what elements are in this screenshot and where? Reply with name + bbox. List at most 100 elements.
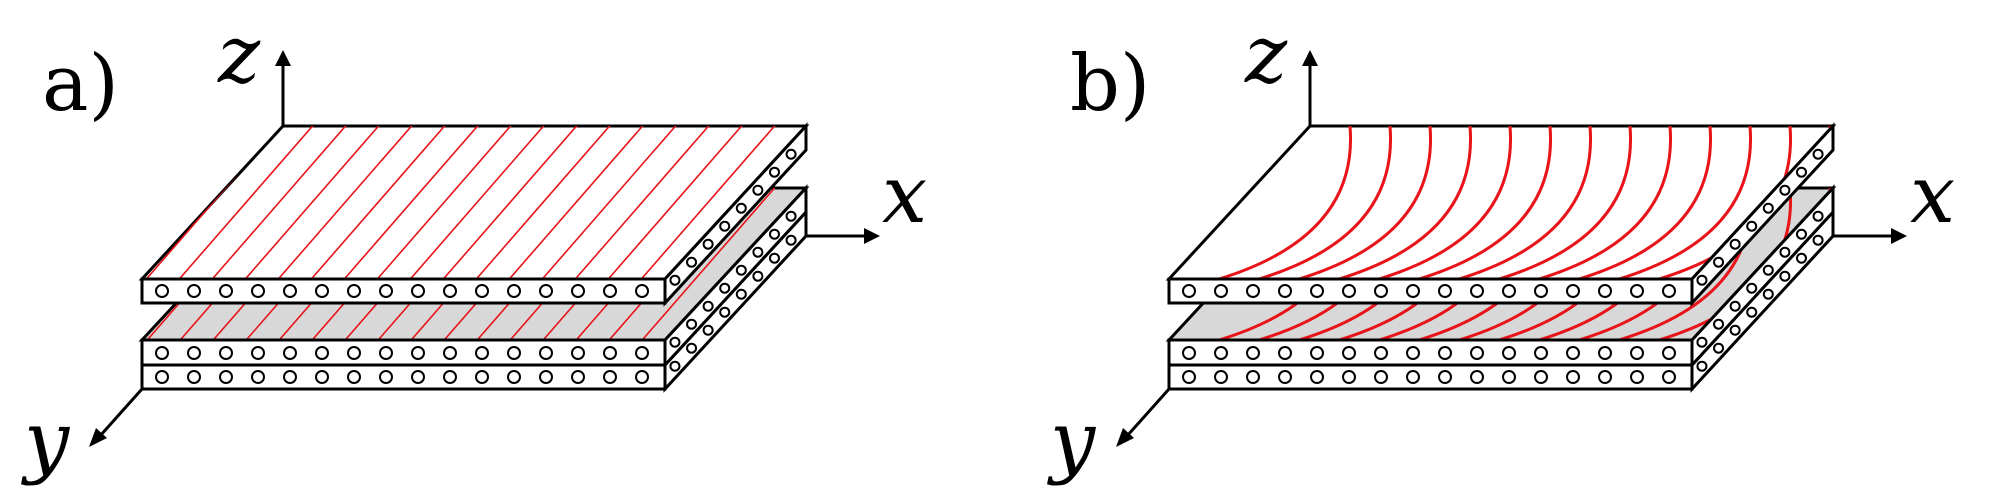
field-line <box>967 114 1115 284</box>
top-plate-b <box>1165 122 1837 307</box>
field-line <box>1298 126 1433 279</box>
hole <box>1278 284 1292 298</box>
hole <box>1182 284 1196 298</box>
hole <box>571 346 585 360</box>
field-line <box>0 176 26 346</box>
z-axis-label-a: z <box>217 8 261 101</box>
hole <box>1246 346 1260 360</box>
hole <box>411 284 425 298</box>
field-line <box>801 188 806 340</box>
hole <box>155 346 169 360</box>
hole <box>1713 342 1725 354</box>
hole <box>735 202 747 214</box>
hole <box>702 324 714 336</box>
field-line <box>1258 126 1393 279</box>
hole <box>1713 256 1725 268</box>
z-axis-label-b: z <box>1244 8 1288 101</box>
hole <box>1310 346 1324 360</box>
hole <box>187 284 201 298</box>
hole <box>1630 284 1644 298</box>
hole <box>219 284 233 298</box>
field-line <box>636 188 786 340</box>
hole <box>1470 346 1484 360</box>
field-line <box>1458 126 1593 279</box>
hole <box>686 318 698 330</box>
hole <box>1374 284 1388 298</box>
hole <box>1779 184 1791 196</box>
hole <box>752 184 764 196</box>
hole <box>347 284 361 298</box>
hole <box>475 370 489 384</box>
hole <box>155 284 169 298</box>
hole <box>768 252 780 264</box>
hole <box>283 284 297 298</box>
hole <box>475 346 489 360</box>
bottom-plate-holes-b <box>1182 234 1824 384</box>
field-line <box>967 176 1115 346</box>
hole <box>379 346 393 360</box>
y-axis-b: y <box>1047 388 1171 487</box>
hole <box>347 346 361 360</box>
hole <box>719 282 731 294</box>
top-plate-a <box>138 114 1115 307</box>
hole <box>411 346 425 360</box>
hole <box>1746 282 1758 294</box>
hole <box>443 370 457 384</box>
field-line <box>504 126 654 279</box>
field-line <box>801 126 806 279</box>
hole <box>1214 346 1228 360</box>
bottom-plate-b <box>1167 208 1835 393</box>
hole <box>1470 284 1484 298</box>
hole <box>379 370 393 384</box>
field-line <box>405 126 555 279</box>
hole <box>1696 336 1708 348</box>
field-line <box>0 176 92 346</box>
hole <box>187 370 201 384</box>
hole <box>686 256 698 268</box>
hole <box>702 300 714 312</box>
hole <box>1795 166 1807 178</box>
hole <box>155 370 169 384</box>
field-line <box>1538 126 1673 279</box>
hole <box>1729 300 1741 312</box>
hole <box>1342 370 1356 384</box>
y-axis-label-a: y <box>21 394 71 487</box>
hole <box>1534 346 1548 360</box>
hole <box>1566 284 1580 298</box>
hole <box>1598 346 1612 360</box>
hole <box>1502 346 1516 360</box>
hole <box>635 370 649 384</box>
z-axis-a: z <box>217 8 291 126</box>
hole <box>251 284 265 298</box>
hole <box>1729 238 1741 250</box>
bottom-plate-holes-a <box>155 234 797 384</box>
hole <box>1566 370 1580 384</box>
hole <box>1470 370 1484 384</box>
field-line <box>1578 126 1713 279</box>
hole <box>1762 202 1774 214</box>
hole <box>635 346 649 360</box>
hole <box>1696 360 1708 372</box>
field-line <box>603 126 753 279</box>
hole <box>507 284 521 298</box>
hole <box>1310 284 1324 298</box>
hole <box>603 346 617 360</box>
field-line <box>207 126 357 279</box>
hole <box>768 228 780 240</box>
hole <box>1729 324 1741 336</box>
hole <box>571 284 585 298</box>
field-line <box>1418 126 1553 279</box>
hole <box>219 346 233 360</box>
hole <box>1246 284 1260 298</box>
hole <box>507 346 521 360</box>
hole <box>1502 284 1516 298</box>
hole <box>1278 370 1292 384</box>
hole <box>1630 346 1644 360</box>
hole <box>702 238 714 250</box>
hole <box>411 370 425 384</box>
hole <box>1214 284 1228 298</box>
hole <box>1406 284 1420 298</box>
hole <box>1374 346 1388 360</box>
hole <box>1795 228 1807 240</box>
hole <box>603 370 617 384</box>
